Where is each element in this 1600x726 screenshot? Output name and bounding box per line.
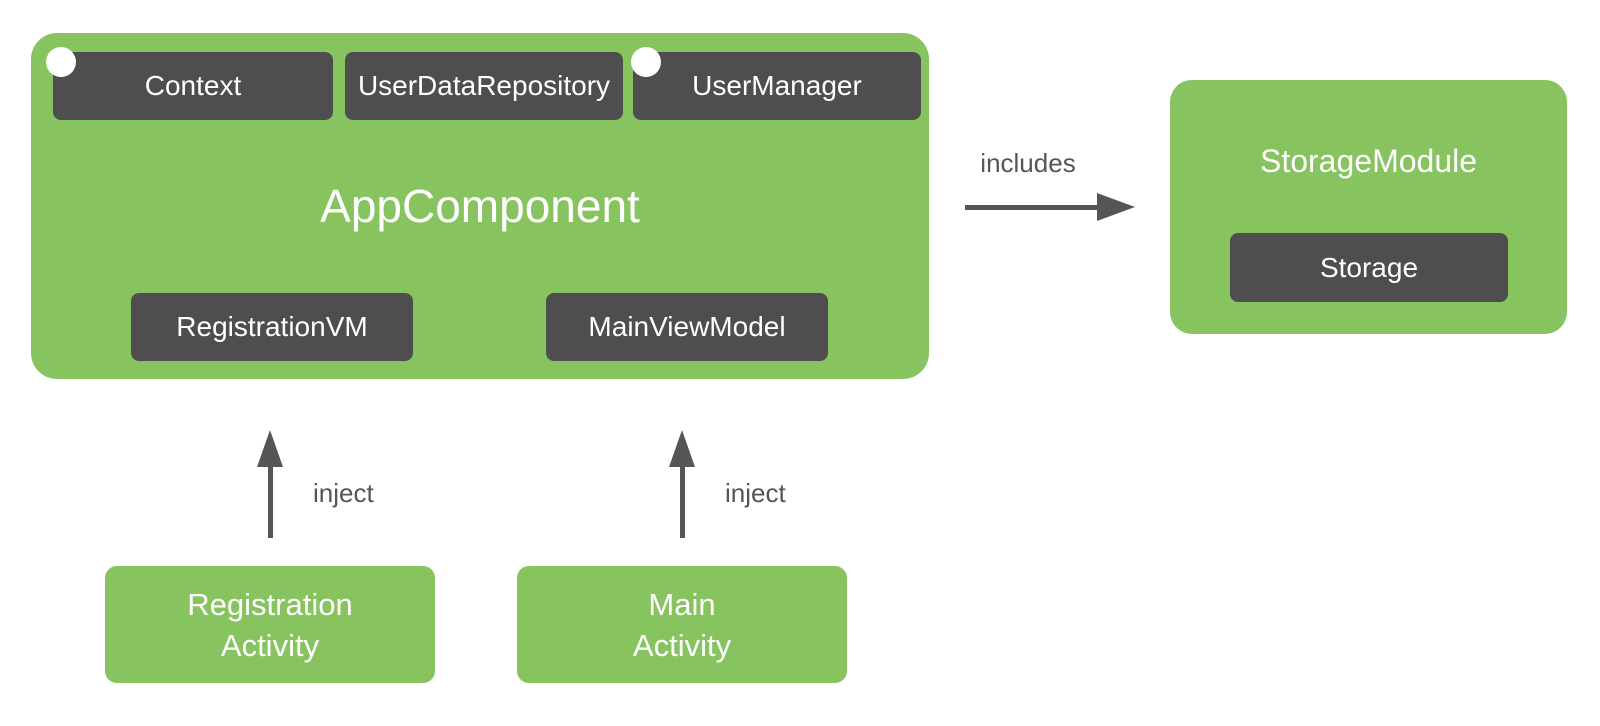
dependency-box-userdatarepository: UserDataRepository — [345, 52, 623, 120]
main-activity-box: Main Activity — [517, 566, 847, 683]
includes-arrow-line — [965, 205, 1097, 210]
viewmodel-box-registrationvm: RegistrationVM — [131, 293, 413, 361]
scope-dot-context-icon — [46, 47, 76, 77]
viewmodel-label-registrationvm: RegistrationVM — [176, 311, 368, 342]
inject-arrow-left-line — [268, 462, 273, 538]
registration-activity-box: Registration Activity — [105, 566, 435, 683]
viewmodel-label-mainviewmodel: MainViewModel — [588, 311, 786, 342]
app-component-title: AppComponent — [320, 180, 640, 232]
inject-arrow-right-line — [680, 462, 685, 538]
dependency-label-userdatarepository: UserDataRepository — [357, 70, 611, 101]
storage-label: Storage — [1319, 251, 1419, 283]
storage-box: Storage — [1230, 233, 1508, 302]
storage-module-title: StorageModule — [1259, 143, 1478, 179]
includes-arrow-head-icon — [1097, 193, 1135, 221]
app-component-box: Context UserDataRepository UserManager A… — [31, 33, 929, 379]
inject-label-right: inject — [725, 478, 786, 508]
dependency-box-usermanager: UserManager — [633, 52, 921, 120]
inject-arrow-right-head-icon — [669, 430, 695, 467]
includes-label: includes — [980, 148, 1076, 178]
inject-arrow-left-head-icon — [257, 430, 283, 467]
dependency-box-context: Context — [53, 52, 333, 120]
scope-dot-usermanager-icon — [631, 47, 661, 77]
dependency-label-usermanager: UserManager — [692, 70, 862, 101]
registration-activity-label: Registration Activity — [187, 586, 353, 663]
viewmodel-box-mainviewmodel: MainViewModel — [546, 293, 828, 361]
main-activity-label: Main Activity — [632, 586, 732, 663]
inject-label-left: inject — [313, 478, 374, 508]
dependency-label-context: Context — [144, 70, 242, 101]
storage-module-box: StorageModule Storage — [1170, 80, 1567, 334]
